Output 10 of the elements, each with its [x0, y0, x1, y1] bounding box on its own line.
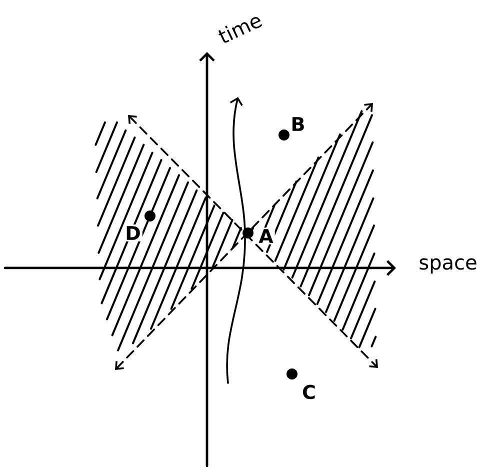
axis-label: space	[420, 258, 476, 274]
event-point: D	[124, 210, 156, 242]
axis-label: time	[218, 17, 262, 43]
node-label: B	[292, 117, 304, 131]
node-label: A	[258, 229, 274, 243]
node-label: C	[302, 384, 315, 400]
event-point: A	[242, 228, 275, 244]
event-point: B	[278, 116, 307, 140]
event-point: C	[286, 368, 318, 401]
node-label: D	[126, 226, 140, 240]
